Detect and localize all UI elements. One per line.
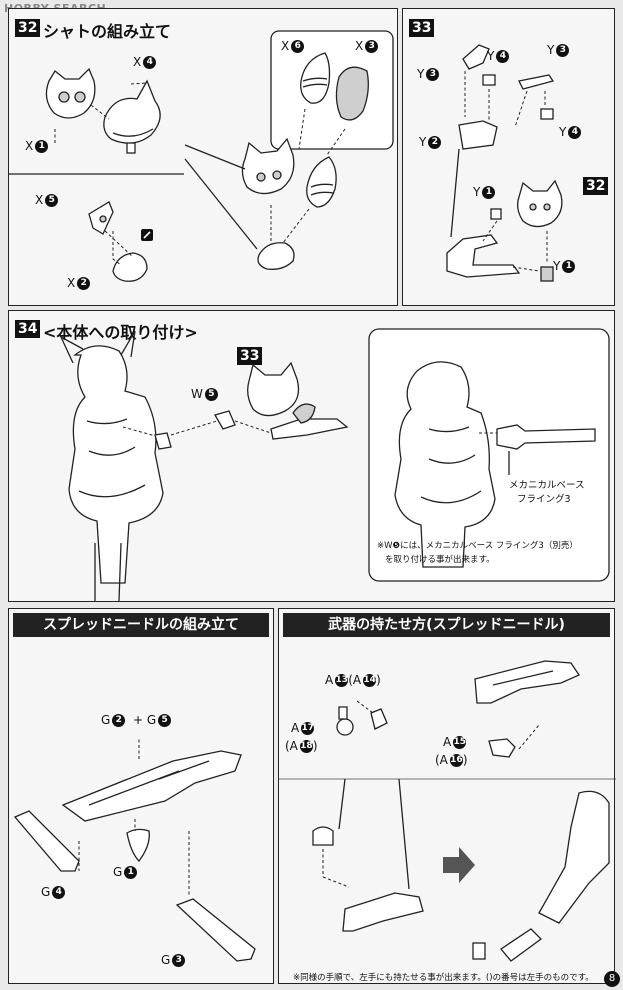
mechanical-base-arm	[496, 424, 596, 450]
arrow-right-icon	[443, 847, 475, 883]
figure-body	[59, 330, 164, 602]
small-part-x2	[112, 252, 148, 282]
needle-part-g3	[175, 898, 256, 962]
callout-line2: フライング3	[517, 494, 571, 505]
footnote: ※同様の手順で、左手にも持たせる事が出来ます。()の番号は左手のものです。	[293, 973, 594, 983]
peg-part-y4b	[540, 108, 554, 120]
peg-part-y4	[482, 74, 496, 86]
step-number: 34	[15, 320, 41, 338]
cat-head-small	[517, 179, 563, 228]
needle-part-g4	[13, 810, 80, 872]
bracket-part-y3	[462, 44, 490, 70]
clamp-part-y2	[458, 120, 498, 150]
step-number: 33	[409, 19, 435, 37]
assembled-cat-head	[241, 137, 295, 195]
detail-box	[270, 30, 394, 150]
note-line1: ※W❺には、メカニカルベース フライング3（別売）	[377, 541, 578, 551]
face-plate-assembled	[306, 156, 337, 208]
face-plate-x6	[300, 52, 331, 104]
hand-small	[472, 942, 486, 960]
hand-lower	[312, 826, 334, 846]
neck-part	[257, 242, 295, 270]
figure-inset	[394, 361, 496, 568]
face-plate-x3	[335, 66, 369, 121]
page-number: 8	[604, 971, 620, 987]
note-line2: を取り付ける事が出来ます。	[385, 555, 495, 565]
step-32-panel: 32 シャトの組み立て	[8, 8, 398, 306]
arrow-icon	[141, 229, 153, 241]
step-34-illustration	[59, 328, 610, 602]
step-32-illustration	[9, 30, 394, 282]
step-title: <本体への取り付け>	[43, 323, 198, 342]
pin-part-y1b	[540, 266, 554, 282]
gun-upper	[474, 660, 580, 704]
step-reference: 33	[237, 347, 263, 365]
step-reference: 32	[583, 177, 609, 195]
section-banner: スプレッドニードルの組み立て	[13, 613, 269, 637]
bracket-part-y3b	[518, 74, 555, 90]
needle-blade-main	[61, 750, 242, 822]
gun-lower	[342, 892, 424, 932]
section-banner: 武器の持たせ方(スプレッドニードル)	[283, 613, 610, 637]
adapter-part	[154, 432, 172, 450]
step-number: 32	[15, 19, 41, 37]
weapon-illustration	[279, 660, 616, 962]
cat-body-part	[103, 79, 161, 154]
joint-part-w5	[214, 410, 236, 430]
step-33-illustration	[446, 44, 563, 282]
step-title: シャトの組み立て	[43, 22, 172, 41]
cat-with-arm	[247, 361, 349, 440]
hand-part-a15	[488, 738, 516, 758]
hand-parts-upper	[336, 706, 388, 736]
needle-illustration	[13, 737, 256, 962]
pin-part-y1	[490, 208, 502, 220]
figure-holding-gun	[500, 790, 610, 962]
callout-line1: メカニカルベース	[509, 480, 585, 491]
needle-part-g1	[126, 828, 150, 862]
cat-head-part	[45, 67, 96, 119]
small-part-x5	[88, 201, 114, 235]
holder-arm-part	[446, 234, 521, 278]
